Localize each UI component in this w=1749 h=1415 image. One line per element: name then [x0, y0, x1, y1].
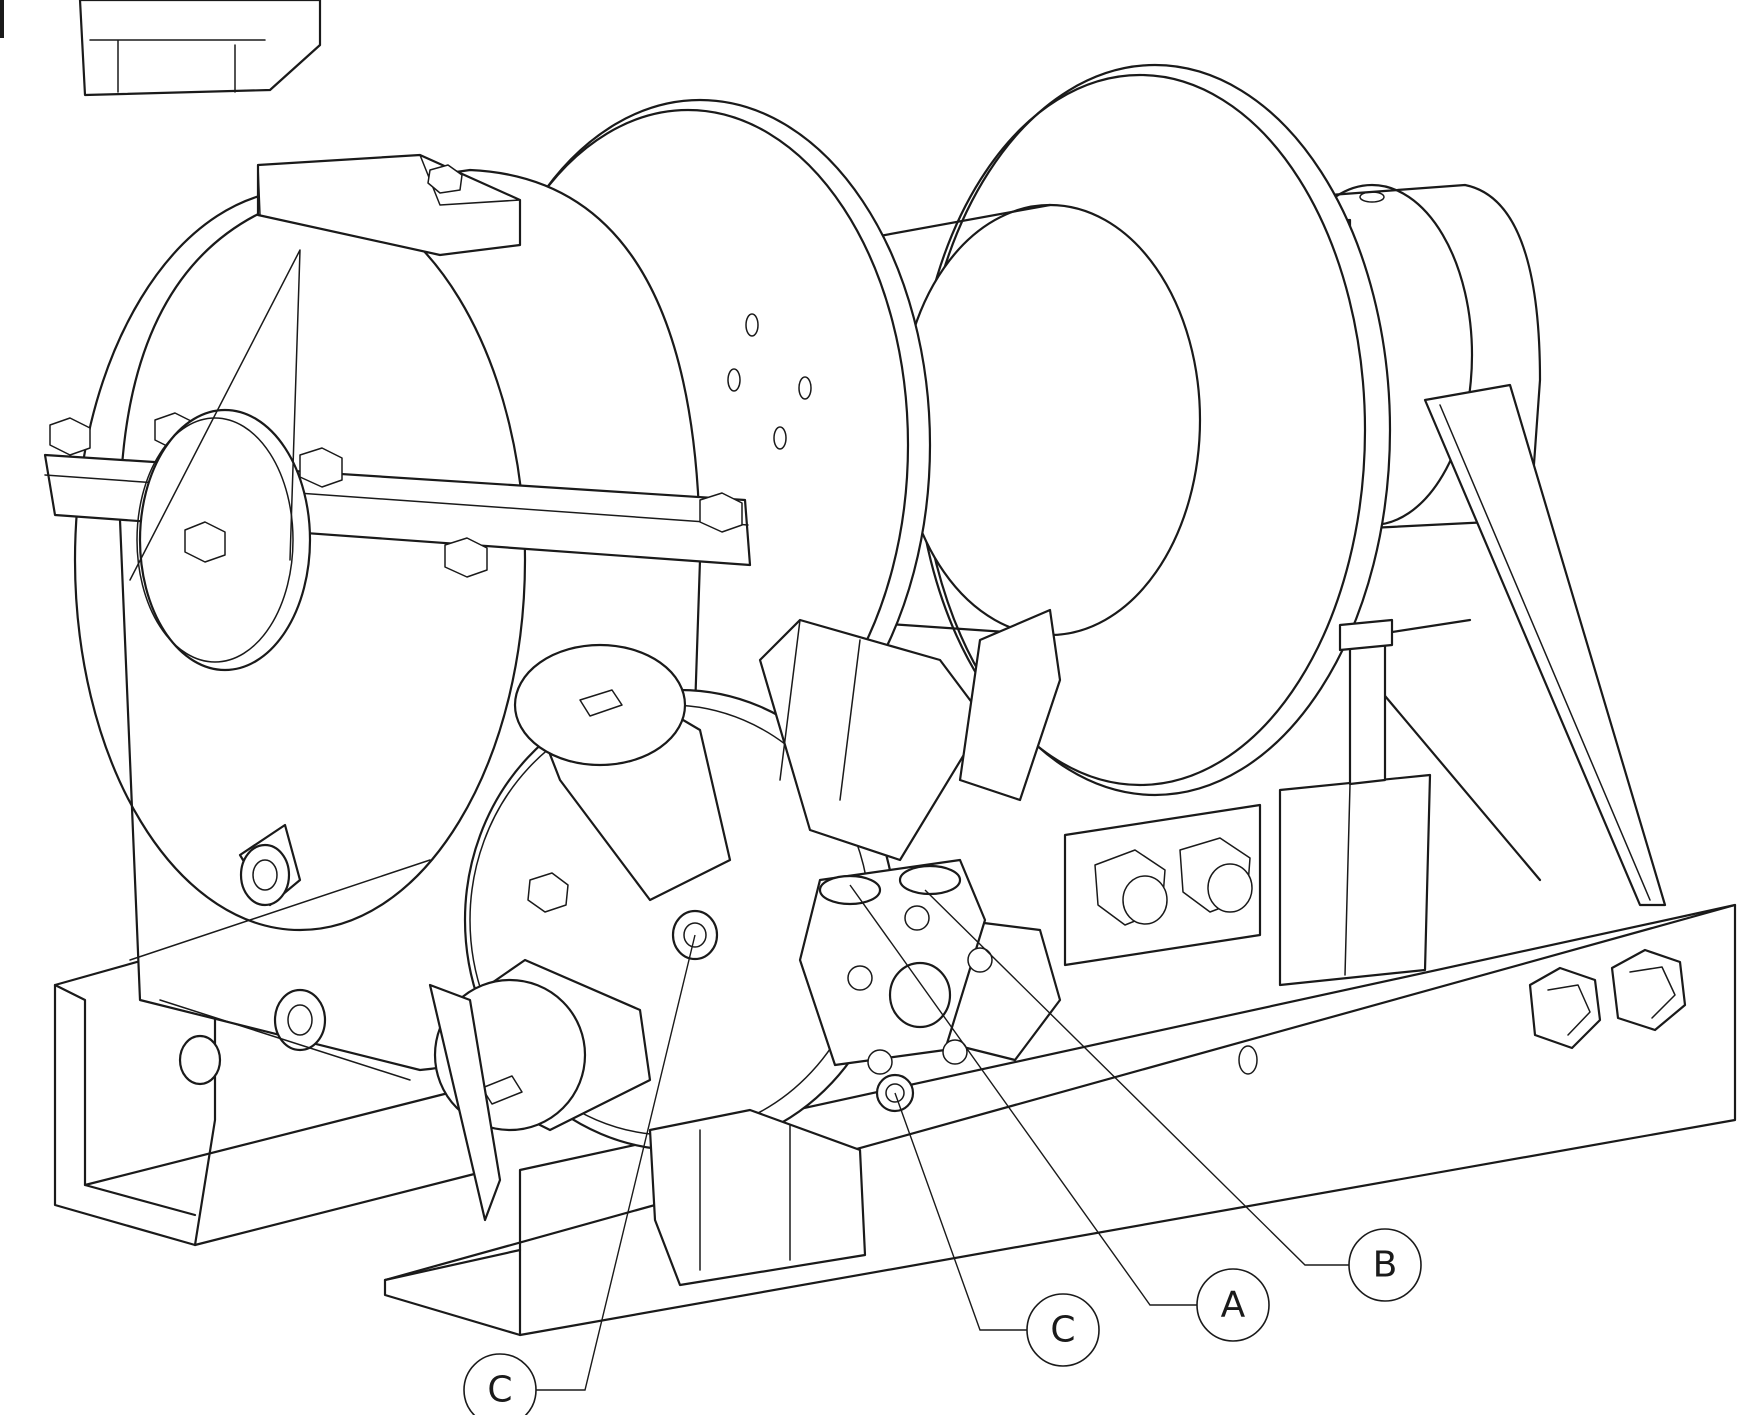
hex-bolt	[1528, 966, 1602, 1050]
callout-b-label: B	[1373, 1245, 1398, 1286]
callout-c-right: C	[1026, 1293, 1100, 1367]
callout-c-left-label: C	[487, 1370, 512, 1411]
hex-bolt	[1610, 948, 1687, 1032]
callout-a-label: A	[1221, 1285, 1246, 1326]
callout-c-right-label: C	[1050, 1310, 1075, 1351]
callout-b: B	[1348, 1228, 1422, 1302]
callout-a: A	[1196, 1268, 1270, 1342]
rear-fittings	[1063, 618, 1432, 987]
upper-motor-fragment	[78, 0, 322, 97]
callout-leaders	[535, 884, 1350, 1391]
radial-hydraulic-motor	[428, 608, 1062, 1287]
callout-c-left: C	[463, 1353, 537, 1415]
